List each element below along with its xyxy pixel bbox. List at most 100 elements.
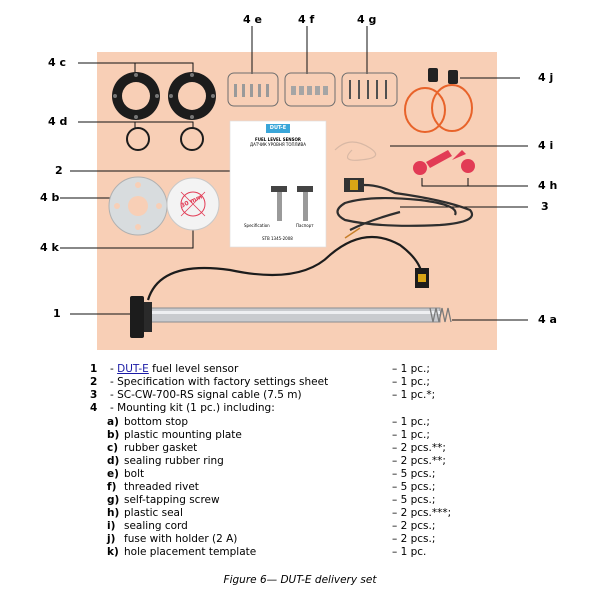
list-item: 2 - Specification with factory settings … <box>0 376 600 389</box>
callout-4h: 4 h <box>538 179 558 192</box>
rubber-gasket-pair <box>112 72 216 120</box>
subitem-quantity: – 5 pcs.; <box>392 468 436 480</box>
subitem-text: bolt <box>124 468 145 480</box>
signal-cable <box>336 178 473 239</box>
item-prefix: - <box>110 389 118 401</box>
figure-drawing <box>60 26 528 350</box>
subitem-letter: g) <box>107 494 120 506</box>
callout-4k: 4 k <box>40 241 59 254</box>
dut-e-link[interactable]: DUT-E <box>117 363 149 375</box>
callout-4a: 4 a <box>538 313 557 326</box>
list-item: 4 - Mounting kit (1 pc.) including: <box>0 402 600 415</box>
kit-subitem: a) bottom stop – 1 pc.; <box>0 416 600 429</box>
kit-subitem: i) sealing cord – 2 pcs.; <box>0 520 600 533</box>
self-tapping-screws-bag <box>341 72 398 107</box>
list-item: 3 - SC-CW-700-RS signal cable (7.5 m) – … <box>0 389 600 402</box>
kit-subitem: e) bolt – 5 pcs.; <box>0 468 600 481</box>
kit-subitem: g) self-tapping screw – 5 pcs.; <box>0 494 600 507</box>
subitem-text: plastic mounting plate <box>124 429 242 441</box>
item-text: Specification with factory settings shee… <box>117 376 329 388</box>
sheet-brand: DUT-E <box>269 125 287 131</box>
sheet-left-label: Specification <box>244 223 270 228</box>
item-prefix: - <box>110 402 118 414</box>
item-number: 4 <box>90 402 98 414</box>
subitem-letter: a) <box>107 416 119 428</box>
subitem-text: hole placement template <box>124 546 257 558</box>
callout-4d: 4 d <box>48 115 68 128</box>
plastic-mounting-plate <box>108 176 168 236</box>
sealing-ring-pair <box>126 127 204 151</box>
callout-4i: 4 i <box>538 139 554 152</box>
subitem-text: self-tapping screw <box>124 494 220 506</box>
subitem-quantity: – 2 pcs.**; <box>392 455 446 467</box>
fuel-level-sensor <box>130 235 452 338</box>
subitem-letter: f) <box>107 481 117 493</box>
callout-3: 3 <box>541 200 549 213</box>
subitem-letter: j) <box>107 533 116 545</box>
subitem-quantity: – 2 pcs.; <box>392 533 436 545</box>
list-item: 1 - DUT-E fuel level sensor – 1 pc.; <box>0 363 600 376</box>
subitem-text: sealing rubber ring <box>124 455 224 467</box>
item-number: 1 <box>90 363 98 375</box>
fuse-heads <box>428 68 458 84</box>
subitem-letter: k) <box>107 546 119 558</box>
bolts-bag <box>227 72 279 107</box>
subitem-quantity: – 2 pcs.**; <box>392 442 446 454</box>
kit-subitem: h) plastic seal – 2 pcs.***; <box>0 507 600 520</box>
kit-subitem: k) hole placement template – 1 pc. <box>0 546 600 559</box>
item-text: fuel level sensor <box>148 363 239 375</box>
subitem-text: bottom stop <box>124 416 188 428</box>
subitem-quantity: – 5 pcs.; <box>392 494 436 506</box>
sheet-stamp: STB 1345-2008 <box>262 236 293 241</box>
kit-subitem: d) sealing rubber ring – 2 pcs.**; <box>0 455 600 468</box>
delivery-set-figure: DUT-E FUEL LEVEL SENSOR ДАТЧИК УРОВНЯ ТО… <box>40 13 558 350</box>
item-number: 2 <box>90 376 98 388</box>
callout-1: 1 <box>53 307 61 320</box>
subitem-text: rubber gasket <box>124 442 198 454</box>
callout-4e: 4 e <box>243 13 262 26</box>
subitem-quantity: – 2 pcs.; <box>392 520 436 532</box>
item-text: SC-CW-700-RS signal cable (7.5 m) <box>117 389 302 401</box>
callout-4f: 4 f <box>298 13 315 26</box>
callout-leaders <box>60 26 528 321</box>
callout-2: 2 <box>55 164 63 177</box>
item-text: Mounting kit (1 pc.) including: <box>117 402 275 414</box>
subitem-letter: c) <box>107 442 119 454</box>
subitem-quantity: – 2 pcs.***; <box>392 507 452 519</box>
subitem-quantity: – 1 pc.; <box>392 429 430 441</box>
plastic-seals <box>413 150 475 175</box>
subitem-text: plastic seal <box>124 507 183 519</box>
figure-caption: Figure 6— DUT-E delivery set <box>223 574 377 586</box>
callout-4c: 4 c <box>48 56 67 69</box>
subitem-text: sealing cord <box>124 520 188 532</box>
hole-placement-template <box>166 177 220 231</box>
item-quantity: – 1 pc.; <box>392 376 430 388</box>
item-quantity: – 1 pc.; <box>392 363 430 375</box>
threaded-rivets-bag <box>284 72 336 107</box>
kit-subitem: c) rubber gasket – 2 pcs.**; <box>0 442 600 455</box>
subitem-letter: b) <box>107 429 120 441</box>
kit-subitem: j) fuse with holder (2 A) – 2 pcs.; <box>0 533 600 546</box>
subitem-letter: d) <box>107 455 120 467</box>
specification-sheet <box>229 120 327 248</box>
item-number: 3 <box>90 389 98 401</box>
subitem-quantity: – 5 pcs.; <box>392 481 436 493</box>
sheet-right-label: Паспорт <box>296 223 314 228</box>
subitem-text: threaded rivet <box>124 481 199 493</box>
kit-subitem: f) threaded rivet – 5 pcs.; <box>0 481 600 494</box>
delivery-set-list: 1 - DUT-E fuel level sensor – 1 pc.; 2 -… <box>0 363 600 563</box>
subitem-letter: i) <box>107 520 116 532</box>
item-prefix: - <box>110 363 118 375</box>
subitem-quantity: – 1 pc. <box>392 546 427 558</box>
sealing-cord <box>334 141 377 161</box>
fuse-holders <box>404 84 473 133</box>
item-prefix: - <box>110 376 118 388</box>
callout-4g: 4 g <box>357 13 377 26</box>
callout-4b: 4 b <box>40 191 60 204</box>
callout-4j: 4 j <box>538 71 554 84</box>
subitem-letter: h) <box>107 507 120 519</box>
sheet-title-line2: ДАТЧИК УРОВНЯ ТОПЛИВА <box>249 142 307 147</box>
item-quantity: – 1 pc.*; <box>392 389 436 401</box>
subitem-letter: e) <box>107 468 119 480</box>
subitem-text: fuse with holder (2 A) <box>124 533 238 545</box>
